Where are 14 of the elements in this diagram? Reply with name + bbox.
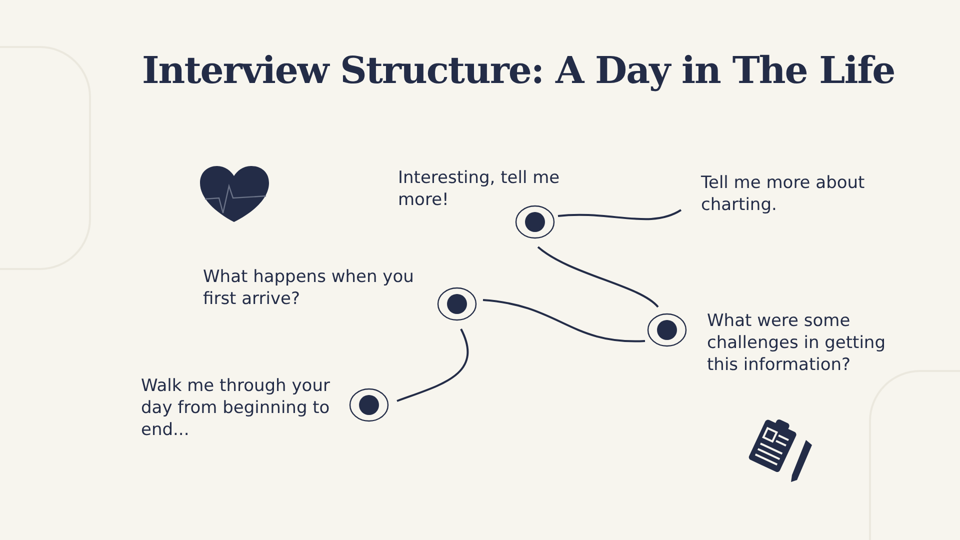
target-dot xyxy=(349,388,389,422)
target-dot xyxy=(515,205,555,239)
connector-line xyxy=(558,209,682,220)
connector-line xyxy=(482,299,645,342)
slide-title: Interview Structure: A Day in The Life xyxy=(142,48,895,92)
connector-line xyxy=(396,328,469,402)
connector-line xyxy=(537,246,659,308)
target-dot xyxy=(647,313,687,347)
question-text: What were some challenges in getting this information? xyxy=(707,310,886,376)
target-dot xyxy=(437,287,477,321)
question-text: What happens when you first arrive? xyxy=(203,266,415,310)
question-text: Tell me more about charting. xyxy=(701,172,891,216)
question-text: Walk me through your day from beginning to end... xyxy=(141,375,331,441)
question-text: Interesting, tell me more! xyxy=(398,167,561,211)
